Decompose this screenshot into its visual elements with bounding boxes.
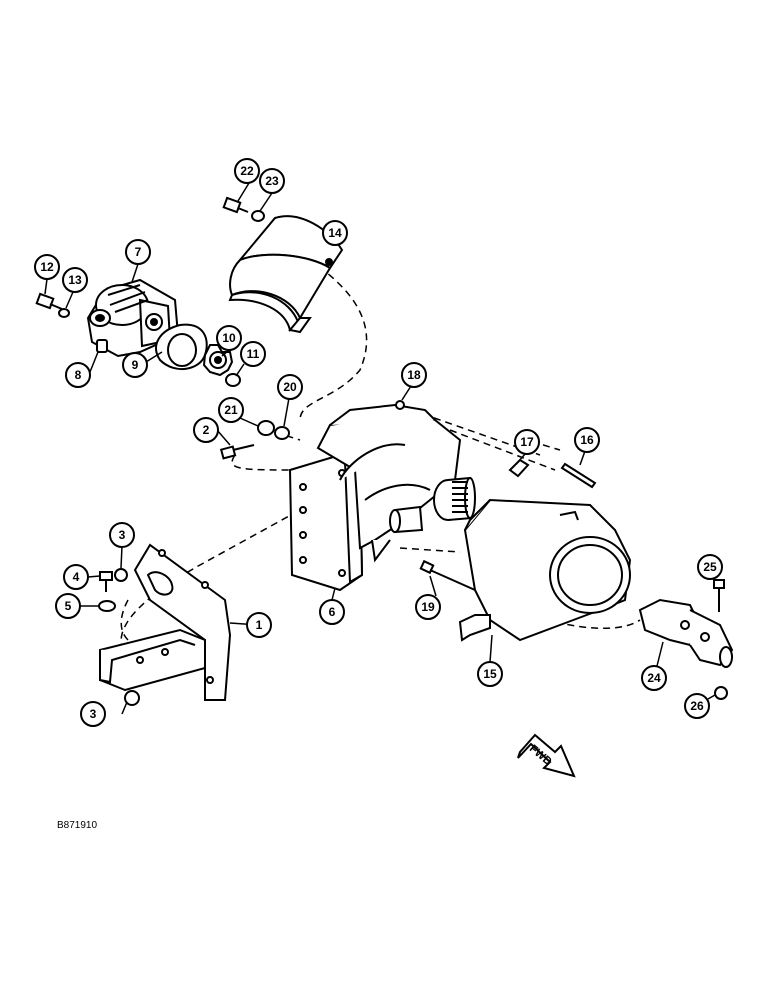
callout-3-lower: 3 — [80, 701, 106, 727]
callout-16: 16 — [574, 427, 600, 453]
bolt-part-25 — [713, 579, 725, 612]
washer-part-5 — [98, 600, 116, 612]
callout-14-label: 14 — [328, 226, 342, 240]
callout-9-label: 9 — [132, 358, 139, 372]
bolt-part-19 — [419, 559, 476, 591]
callout-20: 20 — [277, 374, 303, 400]
callout-5: 5 — [55, 593, 81, 619]
callout-25: 25 — [697, 554, 723, 580]
callout-12: 12 — [34, 254, 60, 280]
callout-24-label: 24 — [647, 671, 661, 685]
callout-17: 17 — [514, 429, 540, 455]
callout-5-label: 5 — [65, 599, 72, 613]
callout-11-label: 11 — [247, 347, 260, 361]
washer-part-23 — [251, 210, 265, 222]
callout-8: 8 — [65, 362, 91, 388]
callout-4: 4 — [63, 564, 89, 590]
sleeve-part-17 — [508, 458, 530, 478]
mounting-bracket-part-1 — [99, 543, 232, 701]
callout-7-label: 7 — [135, 245, 142, 259]
callout-23: 23 — [259, 168, 285, 194]
callout-1-label: 1 — [256, 618, 263, 632]
bolt-part-22 — [222, 196, 249, 214]
callout-20-label: 20 — [283, 380, 297, 394]
callout-3-upper-label: 3 — [119, 528, 126, 542]
guard-housing-part-15 — [458, 498, 632, 642]
callout-2: 2 — [193, 417, 219, 443]
washer-part-20 — [274, 426, 290, 440]
callout-19: 19 — [415, 594, 441, 620]
nut-part-18 — [395, 400, 405, 410]
nut-part-26 — [714, 686, 728, 700]
callout-24: 24 — [641, 665, 667, 691]
nut-part-3-lower — [124, 690, 140, 706]
callout-2-label: 2 — [203, 423, 210, 437]
callout-15-label: 15 — [483, 667, 497, 681]
callout-18: 18 — [401, 362, 427, 388]
u-joint-part-24 — [638, 598, 734, 668]
callout-12-label: 12 — [40, 260, 54, 274]
callout-26: 26 — [684, 693, 710, 719]
callout-26-label: 26 — [690, 699, 704, 713]
callout-10: 10 — [216, 325, 242, 351]
callout-4-label: 4 — [73, 570, 80, 584]
forward-arrow: FWD — [517, 733, 576, 778]
bolt-part-2 — [219, 444, 255, 460]
callout-11: 11 — [240, 341, 266, 367]
callout-25-label: 25 — [703, 560, 717, 574]
callout-21-label: 21 — [224, 403, 238, 417]
nut-part-3-upper — [114, 568, 128, 582]
washer-part-13 — [58, 308, 70, 318]
callout-6: 6 — [319, 599, 345, 625]
callout-22: 22 — [234, 158, 260, 184]
callout-16-label: 16 — [580, 433, 594, 447]
callout-14: 14 — [322, 220, 348, 246]
callout-23-label: 23 — [265, 174, 279, 188]
callout-6-label: 6 — [329, 605, 336, 619]
callout-21: 21 — [218, 397, 244, 423]
bolt-part-12 — [35, 292, 63, 310]
hydraulic-pump-part-7 — [86, 278, 180, 358]
shield-part-14 — [228, 215, 344, 334]
bolt-part-4 — [99, 571, 113, 592]
callout-22-label: 22 — [240, 164, 254, 178]
fitting-part-8 — [96, 339, 108, 353]
snap-ring-part-11 — [225, 373, 241, 387]
drawing-code: B871910 — [57, 820, 98, 831]
callout-3-lower-label: 3 — [90, 707, 97, 721]
callout-19-label: 19 — [421, 600, 435, 614]
callout-3-upper: 3 — [109, 522, 135, 548]
callout-8-label: 8 — [75, 368, 82, 382]
callout-13-label: 13 — [68, 273, 82, 287]
callout-13: 13 — [62, 267, 88, 293]
gasket-part-9 — [155, 323, 208, 370]
gearbox-part-6 — [288, 403, 476, 592]
callout-7: 7 — [125, 239, 151, 265]
callout-15: 15 — [477, 661, 503, 687]
callout-18-label: 18 — [407, 368, 421, 382]
callout-17-label: 17 — [520, 435, 534, 449]
callout-1: 1 — [246, 612, 272, 638]
pin-part-16 — [560, 462, 597, 489]
callout-9: 9 — [122, 352, 148, 378]
callout-10-label: 10 — [222, 331, 236, 345]
nut-part-21 — [257, 420, 275, 436]
